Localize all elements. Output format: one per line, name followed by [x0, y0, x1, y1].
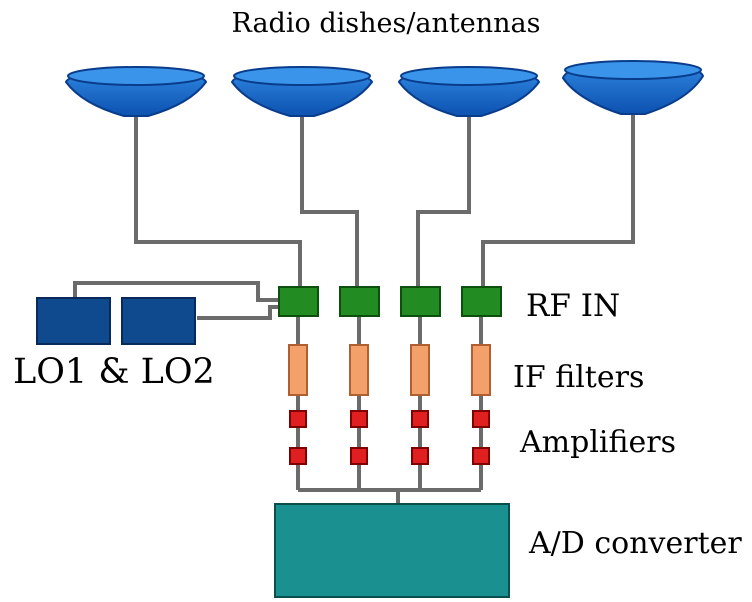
if-filter-4 [471, 344, 491, 396]
amplifier-3b [411, 447, 429, 465]
amplifier-1b [289, 447, 307, 465]
rf-block-2 [339, 286, 380, 317]
rf-in-label: RF IN [526, 288, 620, 324]
lo1-wire [73, 281, 278, 302]
amplifier-4a [472, 410, 490, 428]
amplifier-2a [350, 410, 368, 428]
rf-block-3 [400, 286, 441, 317]
lo2-wire [197, 305, 278, 320]
amplifier-2b [350, 447, 368, 465]
antennas-title: Radio dishes/antennas [232, 8, 541, 39]
feed-wire-3 [416, 115, 471, 288]
amplifiers [289, 410, 490, 465]
lo-label: LO1 & LO2 [13, 352, 215, 392]
amplifier-1a [289, 410, 307, 428]
adc-label: A/D converter [528, 526, 742, 561]
if-filters [288, 344, 491, 396]
dish-1 [64, 66, 208, 117]
amplifier-4b [472, 447, 490, 465]
amplifier-3a [411, 410, 429, 428]
chain-wires [296, 315, 483, 505]
feed-wire-4 [481, 115, 635, 288]
antenna-feed-wires [134, 115, 635, 288]
feed-wire-1 [134, 115, 302, 288]
dish-4 [561, 60, 705, 115]
rf-block-1 [278, 286, 319, 317]
dishes [64, 60, 705, 117]
dish-2 [230, 66, 374, 117]
if-filter-3 [410, 344, 430, 396]
local-oscillators [36, 297, 196, 345]
rf-block-4 [461, 286, 502, 317]
if-filters-label: IF filters [513, 360, 644, 395]
lo-wires [73, 281, 278, 320]
adc-block [274, 503, 510, 598]
lo2-block [121, 297, 196, 345]
feed-wire-2 [300, 115, 359, 288]
dish-3 [397, 66, 541, 117]
if-filter-1 [288, 344, 308, 396]
rf-in-blocks [278, 286, 502, 317]
amplifiers-label: Amplifiers [519, 425, 676, 460]
lo1-block [36, 297, 111, 345]
if-filter-2 [349, 344, 369, 396]
